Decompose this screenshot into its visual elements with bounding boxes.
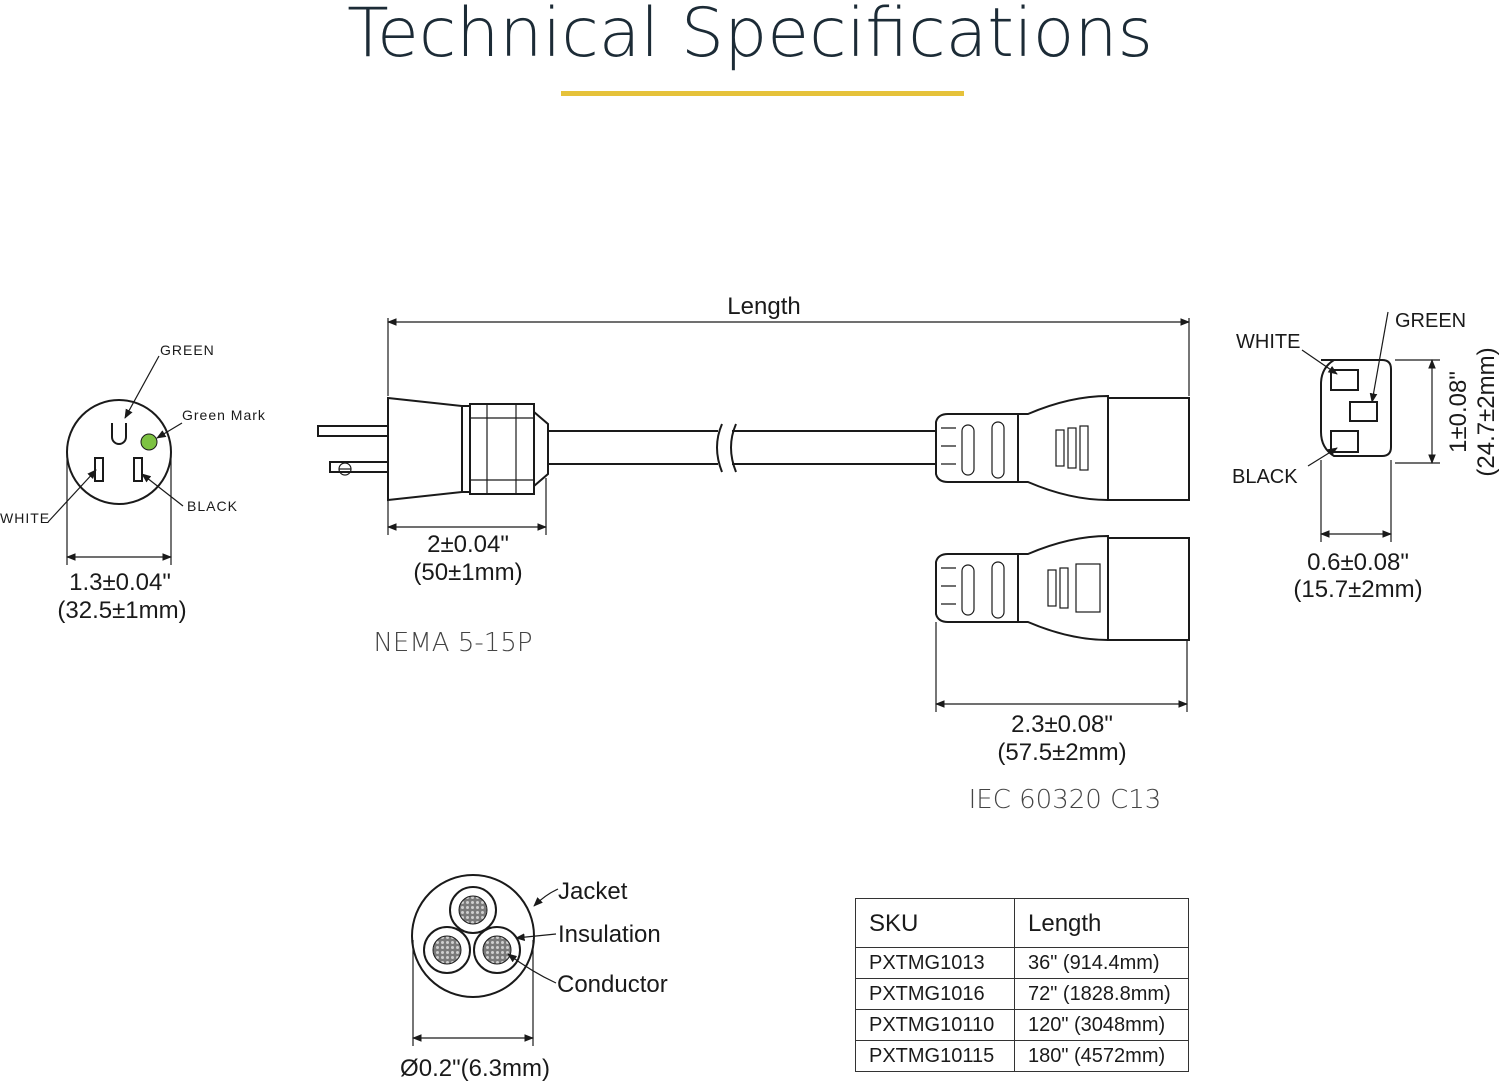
insulation-label: Insulation	[558, 921, 661, 948]
c13-socket-ground	[1349, 401, 1378, 422]
hot-blade	[133, 457, 143, 482]
c13-length-mm: (57.5±2mm)	[997, 739, 1126, 766]
conductor-right	[482, 935, 512, 965]
insulation-top	[449, 886, 497, 934]
c13-green-label: GREEN	[1395, 310, 1466, 332]
white-leader	[47, 469, 97, 523]
page-title: Technical Specifications	[347, 0, 1153, 73]
c13-head	[1107, 397, 1190, 501]
cable-cross-section: Jacket Insulation Conductor Ø0.2"(6.3mm)	[400, 874, 668, 1082]
table-row: PXTMG1016 72" (1828.8mm)	[855, 978, 1189, 1010]
c13-face: WHITE GREEN BLACK 0.6±0.08" (15.7±2mm) 1…	[1232, 310, 1500, 603]
c13-caption: IEC 60320 C13	[969, 785, 1162, 815]
green-leader	[124, 355, 160, 419]
c13-grip-ridge-1	[1055, 429, 1065, 467]
sku-table-header-row: SKU Length	[855, 898, 1189, 948]
sku-cell: PXTMG10115	[855, 1040, 1015, 1072]
plug-strain-relief	[533, 411, 549, 487]
green-label: GREEN	[160, 342, 215, 358]
c13-length-in: 2.3±0.08"	[1011, 711, 1113, 738]
nema-plug-outline	[66, 399, 172, 505]
plug-blade-top	[317, 425, 389, 437]
c13-socket-neutral	[1330, 369, 1359, 391]
green-mark-leader	[156, 422, 183, 439]
cross-section-diameter: Ø0.2"(6.3mm)	[400, 1055, 550, 1082]
c13-white-label: WHITE	[1236, 331, 1300, 353]
c13-white-leader	[1301, 349, 1338, 375]
table-row: PXTMG1013 36" (914.4mm)	[855, 947, 1189, 979]
table-row: PXTMG10110 120" (3048mm)	[855, 1009, 1189, 1041]
plug-length-mm: (50±1mm)	[413, 559, 522, 586]
insulation-left	[423, 926, 471, 974]
sku-header: SKU	[855, 898, 1015, 948]
c13-socket-line	[1330, 430, 1359, 453]
sku-cell: PXTMG10110	[855, 1009, 1015, 1041]
cable-side-view: Length 2±0.04" (50±1mm)	[317, 293, 1190, 586]
insulation-right	[473, 926, 521, 974]
plug-grip	[469, 403, 535, 495]
c13-green-leader	[1369, 311, 1389, 403]
neutral-blade	[94, 457, 104, 482]
c13-neck	[1018, 394, 1109, 502]
c13-face-width-in: 0.6±0.08"	[1307, 549, 1409, 576]
sku-cell: PXTMG1013	[855, 947, 1015, 979]
black-label: BLACK	[187, 498, 238, 514]
nema-plug-face: GREEN Green Mark WHITE BLACK 1.3±0.04" (…	[0, 342, 533, 658]
jacket-leader	[533, 888, 559, 907]
sku-cell: PXTMG1016	[855, 978, 1015, 1010]
c13-face-width-mm: (15.7±2mm)	[1293, 576, 1422, 603]
green-mark-dot	[140, 433, 158, 451]
c13-face-outline	[1320, 359, 1392, 457]
c13-head-separate	[1107, 537, 1190, 641]
plug-length-in: 2±0.04"	[427, 531, 509, 558]
conductor-top	[458, 895, 488, 925]
white-label: WHITE	[0, 510, 50, 526]
plug-body	[387, 396, 463, 502]
c13-black-label: BLACK	[1232, 466, 1298, 488]
c13-strain-relief	[935, 413, 1019, 483]
c13-black-leader	[1307, 447, 1338, 467]
length-cell: 36" (914.4mm)	[1014, 947, 1189, 979]
c13-side-view: 2.3±0.08" (57.5±2mm) IEC 60320 C13	[935, 534, 1190, 815]
nema-caption: NEMA 5-15P	[373, 628, 532, 658]
green-mark-label: Green Mark	[182, 407, 266, 423]
length-cell: 120" (3048mm)	[1014, 1009, 1189, 1041]
conductor-label: Conductor	[557, 971, 668, 998]
conductor-leader	[507, 953, 557, 984]
jacket-label: Jacket	[558, 878, 628, 905]
nema-diameter-mm: (32.5±1mm)	[57, 597, 186, 624]
table-row: PXTMG10115 180" (4572mm)	[855, 1040, 1189, 1072]
ground-pin	[111, 423, 127, 445]
conductor-left	[432, 935, 462, 965]
black-leader	[141, 473, 184, 507]
title-accent-rule	[561, 91, 964, 96]
c13-face-height-mm: (24.7±2mm)	[1473, 347, 1500, 476]
length-label: Length	[727, 293, 800, 320]
nema-diameter-in: 1.3±0.04"	[69, 569, 171, 596]
c13-face-height-in: 1±0.08"	[1445, 371, 1472, 453]
length-cell: 72" (1828.8mm)	[1014, 978, 1189, 1010]
insulation-leader	[515, 933, 557, 941]
sku-table: SKU Length PXTMG1013 36" (914.4mm) PXTMG…	[855, 898, 1189, 1072]
length-cell: 180" (4572mm)	[1014, 1040, 1189, 1072]
length-header: Length	[1014, 898, 1189, 948]
